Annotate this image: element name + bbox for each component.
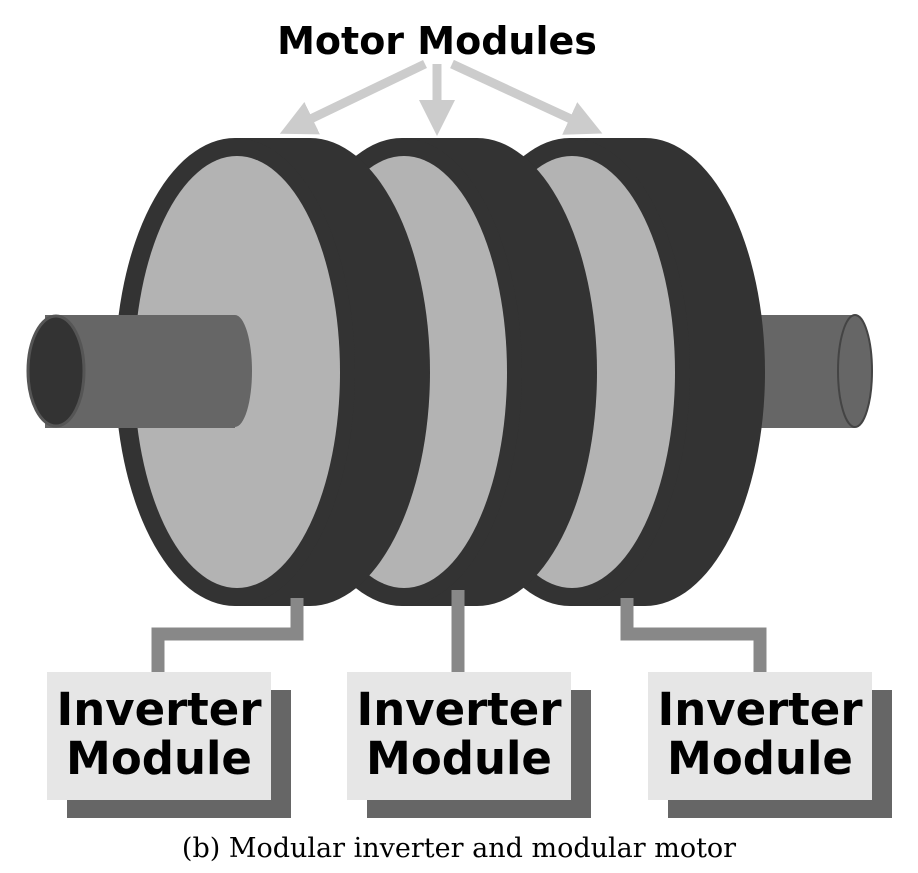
connector-1 (151, 598, 304, 672)
caption: (b) Modular inverter and modular motor (182, 833, 736, 864)
title: Motor Modules (277, 19, 597, 63)
inverter-module-3: Inverter Module (648, 672, 892, 818)
connector-3 (620, 598, 767, 672)
module-label-line2: Module (66, 732, 252, 785)
arrow-right (450, 59, 603, 135)
shaft-left (26, 314, 252, 428)
module-label-line1: Inverter (657, 683, 863, 736)
connectors (151, 590, 767, 672)
inverter-module-1: Inverter Module (47, 672, 291, 818)
arrow-left (279, 59, 427, 135)
module-label-line1: Inverter (356, 683, 562, 736)
module-label-line2: Module (667, 732, 853, 785)
module-label-line2: Module (366, 732, 552, 785)
module-label-line1: Inverter (56, 683, 262, 736)
arrows (279, 59, 603, 136)
inverter-module-2: Inverter Module (347, 672, 591, 818)
